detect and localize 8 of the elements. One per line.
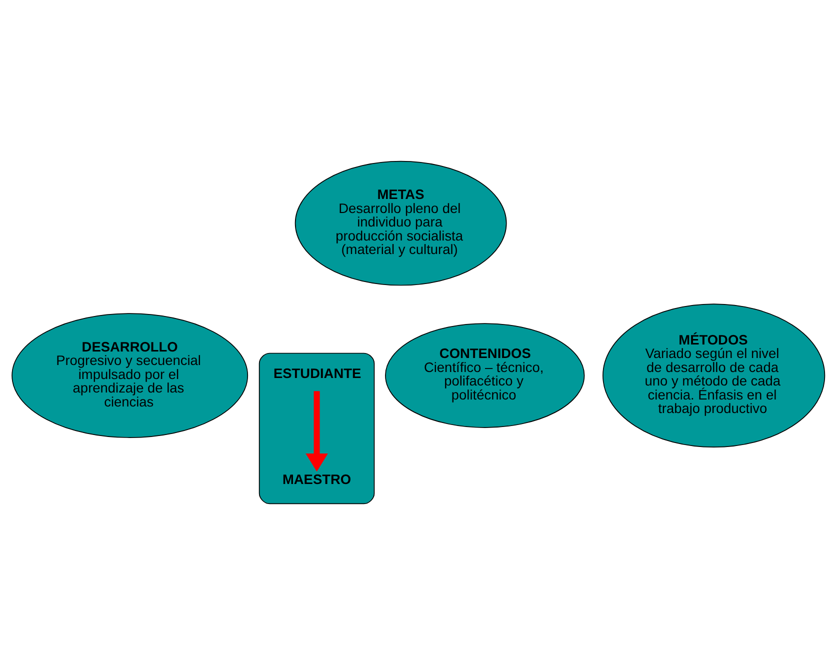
node-ellipse: CONTENIDOS Científico – técnico, polifacético y politécnico	[385, 323, 585, 428]
node-text: ESTUDIANTE	[273, 366, 362, 381]
cluster	[258, 352, 375, 504]
node-ellipse: MÉTODOS Variado según el nivel de desarrollo de cada uno y método de cada ciencia. Énfasis en el trabajo productivo	[602, 304, 826, 448]
arrow	[306, 391, 328, 472]
node-ellipse: DESARROLLO Progresivo y secuencial impulsado por el aprendizaje de las ciencias	[12, 313, 248, 438]
node-text: MAESTRO	[282, 472, 352, 487]
node-ellipse: METAS Desarrollo pleno del individuo para producción socialista (material y cultural)	[294, 160, 507, 286]
